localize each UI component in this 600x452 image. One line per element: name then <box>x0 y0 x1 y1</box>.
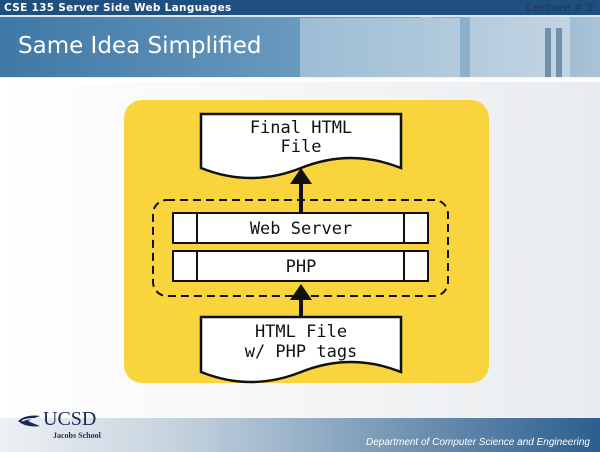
slide-title: Same Idea Simplified <box>18 33 262 59</box>
flow-diagram: Final HTML File Web Server PHP <box>124 100 489 384</box>
footer-band <box>0 418 600 452</box>
final-doc-line-2: File <box>281 137 322 157</box>
logo-name: UCSD <box>43 408 97 430</box>
trident-icon <box>18 415 40 427</box>
php-label: PHP <box>286 257 317 277</box>
source-doc-line-2: w/ PHP tags <box>245 342 358 362</box>
final-html-document: Final HTML File <box>199 112 403 180</box>
php-row: PHP <box>172 250 429 282</box>
source-doc-line-1: HTML File <box>255 322 347 342</box>
web-server-label: Web Server <box>250 219 352 239</box>
logo-subtitle: Jacobs School <box>53 431 101 440</box>
arrow-up-top <box>290 168 312 212</box>
ucsd-logo: UCSD Jacobs School <box>16 408 126 442</box>
department-footer: Department of Computer Science and Engin… <box>365 437 590 448</box>
final-doc-line-1: Final HTML <box>250 118 352 138</box>
lecture-number: Lecture # 5 <box>525 2 594 14</box>
header-strip <box>0 0 600 15</box>
building-silhouette <box>300 8 570 78</box>
arrow-up-bottom <box>290 284 312 318</box>
course-title: CSE 135 Server Side Web Languages <box>4 2 232 14</box>
web-server-row: Web Server <box>172 212 429 244</box>
html-source-document: HTML File w/ PHP tags <box>199 315 403 384</box>
